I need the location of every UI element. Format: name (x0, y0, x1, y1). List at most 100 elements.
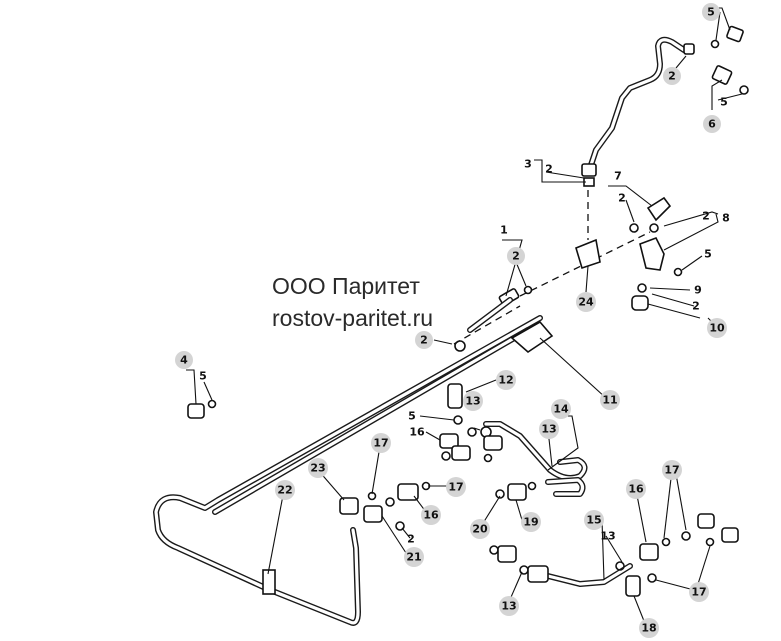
callout-badge (421, 505, 441, 525)
callout-3: 3 (524, 158, 532, 171)
callout-badge (175, 351, 193, 369)
callout-badge (499, 596, 519, 616)
callout-label: 15 (586, 514, 601, 527)
callout-label: 20 (472, 523, 488, 536)
callout-6: 6 (703, 115, 721, 133)
callout-label: 1 (500, 224, 508, 237)
callout-badge (539, 419, 559, 439)
callout-label: 11 (602, 394, 617, 407)
callout-2: 2 (618, 192, 626, 205)
callout-8: 8 (722, 212, 730, 225)
callout-label: 2 (692, 300, 700, 313)
callout-badge (626, 479, 646, 499)
callout-label: 5 (199, 370, 207, 383)
callout-label: 13 (465, 395, 480, 408)
callout-22: 22 (275, 480, 295, 500)
callout-16: 16 (421, 505, 441, 525)
callout-label: 21 (406, 551, 421, 564)
callout-2: 2 (702, 210, 710, 223)
callout-5: 5 (702, 3, 720, 21)
callout-label: 4 (180, 354, 188, 367)
callout-badge (702, 3, 720, 21)
callout-5: 5 (704, 248, 712, 261)
callout-badge (496, 370, 516, 390)
callout-7: 7 (614, 170, 622, 183)
callout-badge (371, 433, 391, 453)
callout-badge (275, 480, 295, 500)
callout-16: 16 (409, 426, 425, 439)
callout-label: 16 (628, 483, 644, 496)
callout-label: 2 (407, 533, 415, 546)
frame-pipe-22 (153, 315, 543, 626)
callout-badge (404, 547, 424, 567)
callout-13: 13 (499, 596, 519, 616)
callout-label: 2 (512, 250, 520, 263)
callout-17: 17 (662, 460, 682, 480)
callout-4: 4 (175, 351, 193, 369)
callout-13: 13 (539, 419, 559, 439)
callout-label: 13 (541, 423, 556, 436)
callout-label: 24 (578, 296, 594, 309)
callout-19: 19 (521, 512, 541, 532)
callout-label: 2 (618, 192, 626, 205)
callout-11: 11 (600, 390, 620, 410)
callout-2: 2 (415, 331, 433, 349)
callout-16: 16 (626, 479, 646, 499)
callout-13: 13 (463, 391, 483, 411)
callout-label: 16 (423, 509, 439, 522)
callout-label: 5 (704, 248, 712, 261)
callout-label: 3 (524, 158, 532, 171)
callout-13: 13 (600, 530, 615, 543)
callout-badge (521, 512, 541, 532)
callout-badge (689, 582, 709, 602)
fittings (187, 25, 749, 597)
callout-21: 21 (404, 547, 424, 567)
callout-9: 9 (694, 284, 702, 297)
leader-lines (186, 7, 743, 627)
callout-badge (507, 247, 525, 265)
callout-23: 23 (308, 458, 328, 478)
callout-label: 22 (277, 484, 292, 497)
callout-label: 17 (448, 481, 463, 494)
callout-5: 5 (720, 96, 728, 109)
callout-17: 17 (446, 477, 466, 497)
pipe-15 (545, 563, 633, 587)
callout-18: 18 (639, 618, 659, 638)
callout-label: 16 (409, 426, 425, 439)
callout-17: 17 (689, 582, 709, 602)
callout-badge (639, 618, 659, 638)
callout-12: 12 (496, 370, 516, 390)
callout-label: 12 (498, 374, 513, 387)
callout-label: 2 (545, 163, 553, 176)
callout-badge (576, 292, 596, 312)
callout-24: 24 (576, 292, 596, 312)
callout-label: 6 (708, 118, 716, 131)
callout-17: 17 (371, 433, 391, 453)
callout-label: 7 (614, 170, 622, 183)
callout-badge (663, 67, 681, 85)
callout-label: 17 (373, 437, 388, 450)
callout-badge (470, 519, 490, 539)
callout-label: 10 (709, 322, 725, 335)
callout-badge (446, 477, 466, 497)
callout-badge (600, 390, 620, 410)
callout-2: 2 (545, 163, 553, 176)
callout-2: 2 (663, 67, 681, 85)
callout-2: 2 (507, 247, 525, 265)
callout-10: 10 (707, 318, 727, 338)
callout-14: 14 (551, 399, 571, 419)
callout-1: 1 (500, 224, 508, 237)
callout-label: 2 (668, 70, 676, 83)
callout-badge (707, 318, 727, 338)
upper-pipe-3 (581, 36, 687, 187)
callout-label: 13 (501, 600, 516, 613)
callout-badge (584, 510, 604, 530)
callout-label: 19 (523, 516, 538, 529)
callout-badge (662, 460, 682, 480)
callout-badge (463, 391, 483, 411)
callout-label: 13 (600, 530, 615, 543)
pipe-clamp (262, 569, 276, 595)
callout-5: 5 (199, 370, 207, 383)
